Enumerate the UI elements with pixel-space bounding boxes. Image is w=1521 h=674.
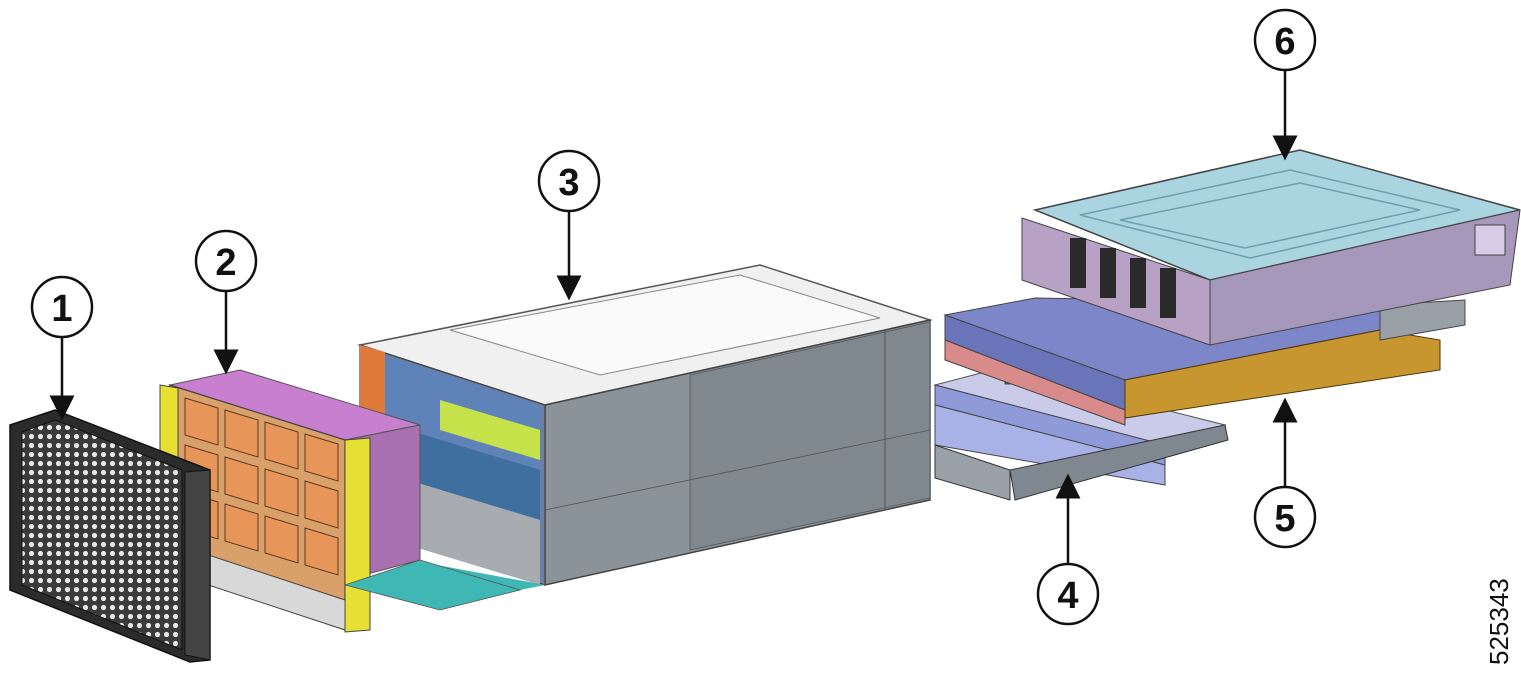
svg-text:3: 3 xyxy=(558,162,579,204)
svg-text:5: 5 xyxy=(1274,498,1295,540)
callout-4: 4 xyxy=(1036,473,1100,626)
callout-6: 6 xyxy=(1253,8,1317,161)
svg-text:2: 2 xyxy=(215,242,236,284)
callout-2: 2 xyxy=(194,229,258,375)
callout-1: 1 xyxy=(30,275,94,421)
svg-text:4: 4 xyxy=(1057,575,1078,617)
chassis xyxy=(357,264,933,590)
callout-5: 5 xyxy=(1253,397,1317,549)
svg-text:1: 1 xyxy=(51,288,72,330)
front-bezel-filter xyxy=(9,409,211,663)
svg-text:6: 6 xyxy=(1274,21,1295,63)
figure-id: 525343 xyxy=(1484,578,1514,665)
top-cage-module xyxy=(1021,149,1521,346)
fan-tray-module xyxy=(159,369,522,633)
line-card xyxy=(933,367,1229,501)
callout-3: 3 xyxy=(537,149,601,301)
